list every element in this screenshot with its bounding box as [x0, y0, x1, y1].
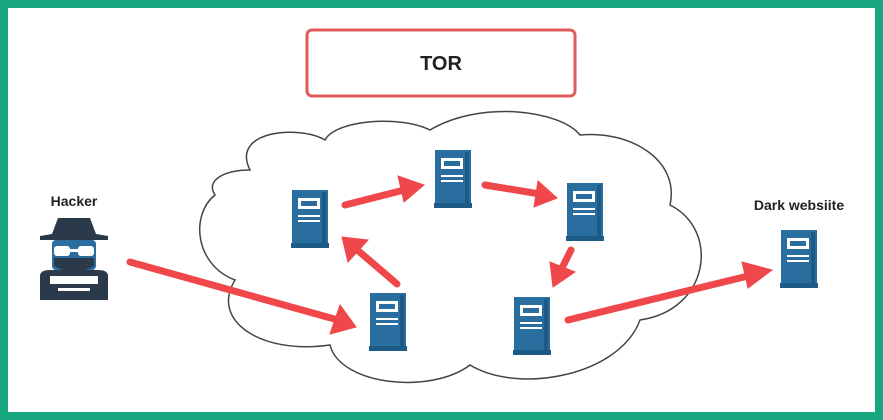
hacker-label: Hacker: [51, 193, 98, 209]
route-arrows: [126, 175, 774, 335]
arrow-head-2: [341, 236, 370, 264]
arrow-relay3-to-exit: [558, 246, 575, 272]
dark-website-server-icon: [779, 229, 819, 289]
arrow-exit-to-website: [564, 271, 756, 324]
arrow-relay1-to-relay2: [341, 185, 412, 209]
dark-website-label: Dark websiite: [754, 197, 844, 213]
relay-server-icon-1: [290, 189, 330, 249]
entry-server-icon: [368, 292, 408, 352]
relay-server-icon-2: [433, 149, 473, 209]
arrow-head-3: [397, 175, 425, 203]
arrow-head-6: [741, 261, 774, 289]
dark-website-node: Dark websiite: [754, 197, 844, 289]
title-box: TOR: [305, 28, 577, 98]
exit-server-icon: [512, 296, 552, 356]
arrow-relay2-to-relay3: [481, 181, 544, 198]
arrow-head-1: [329, 303, 357, 335]
arrow-hacker-to-entry: [126, 258, 342, 324]
diagram-title: TOR: [420, 53, 462, 75]
hacker-node: Hacker: [40, 193, 108, 300]
arrow-entry-to-relay1: [351, 244, 401, 288]
arrow-head-4: [533, 180, 558, 208]
arrow-head-5: [549, 261, 577, 288]
relay-server-icon-3: [565, 182, 605, 242]
hacker-icon: [40, 218, 108, 300]
